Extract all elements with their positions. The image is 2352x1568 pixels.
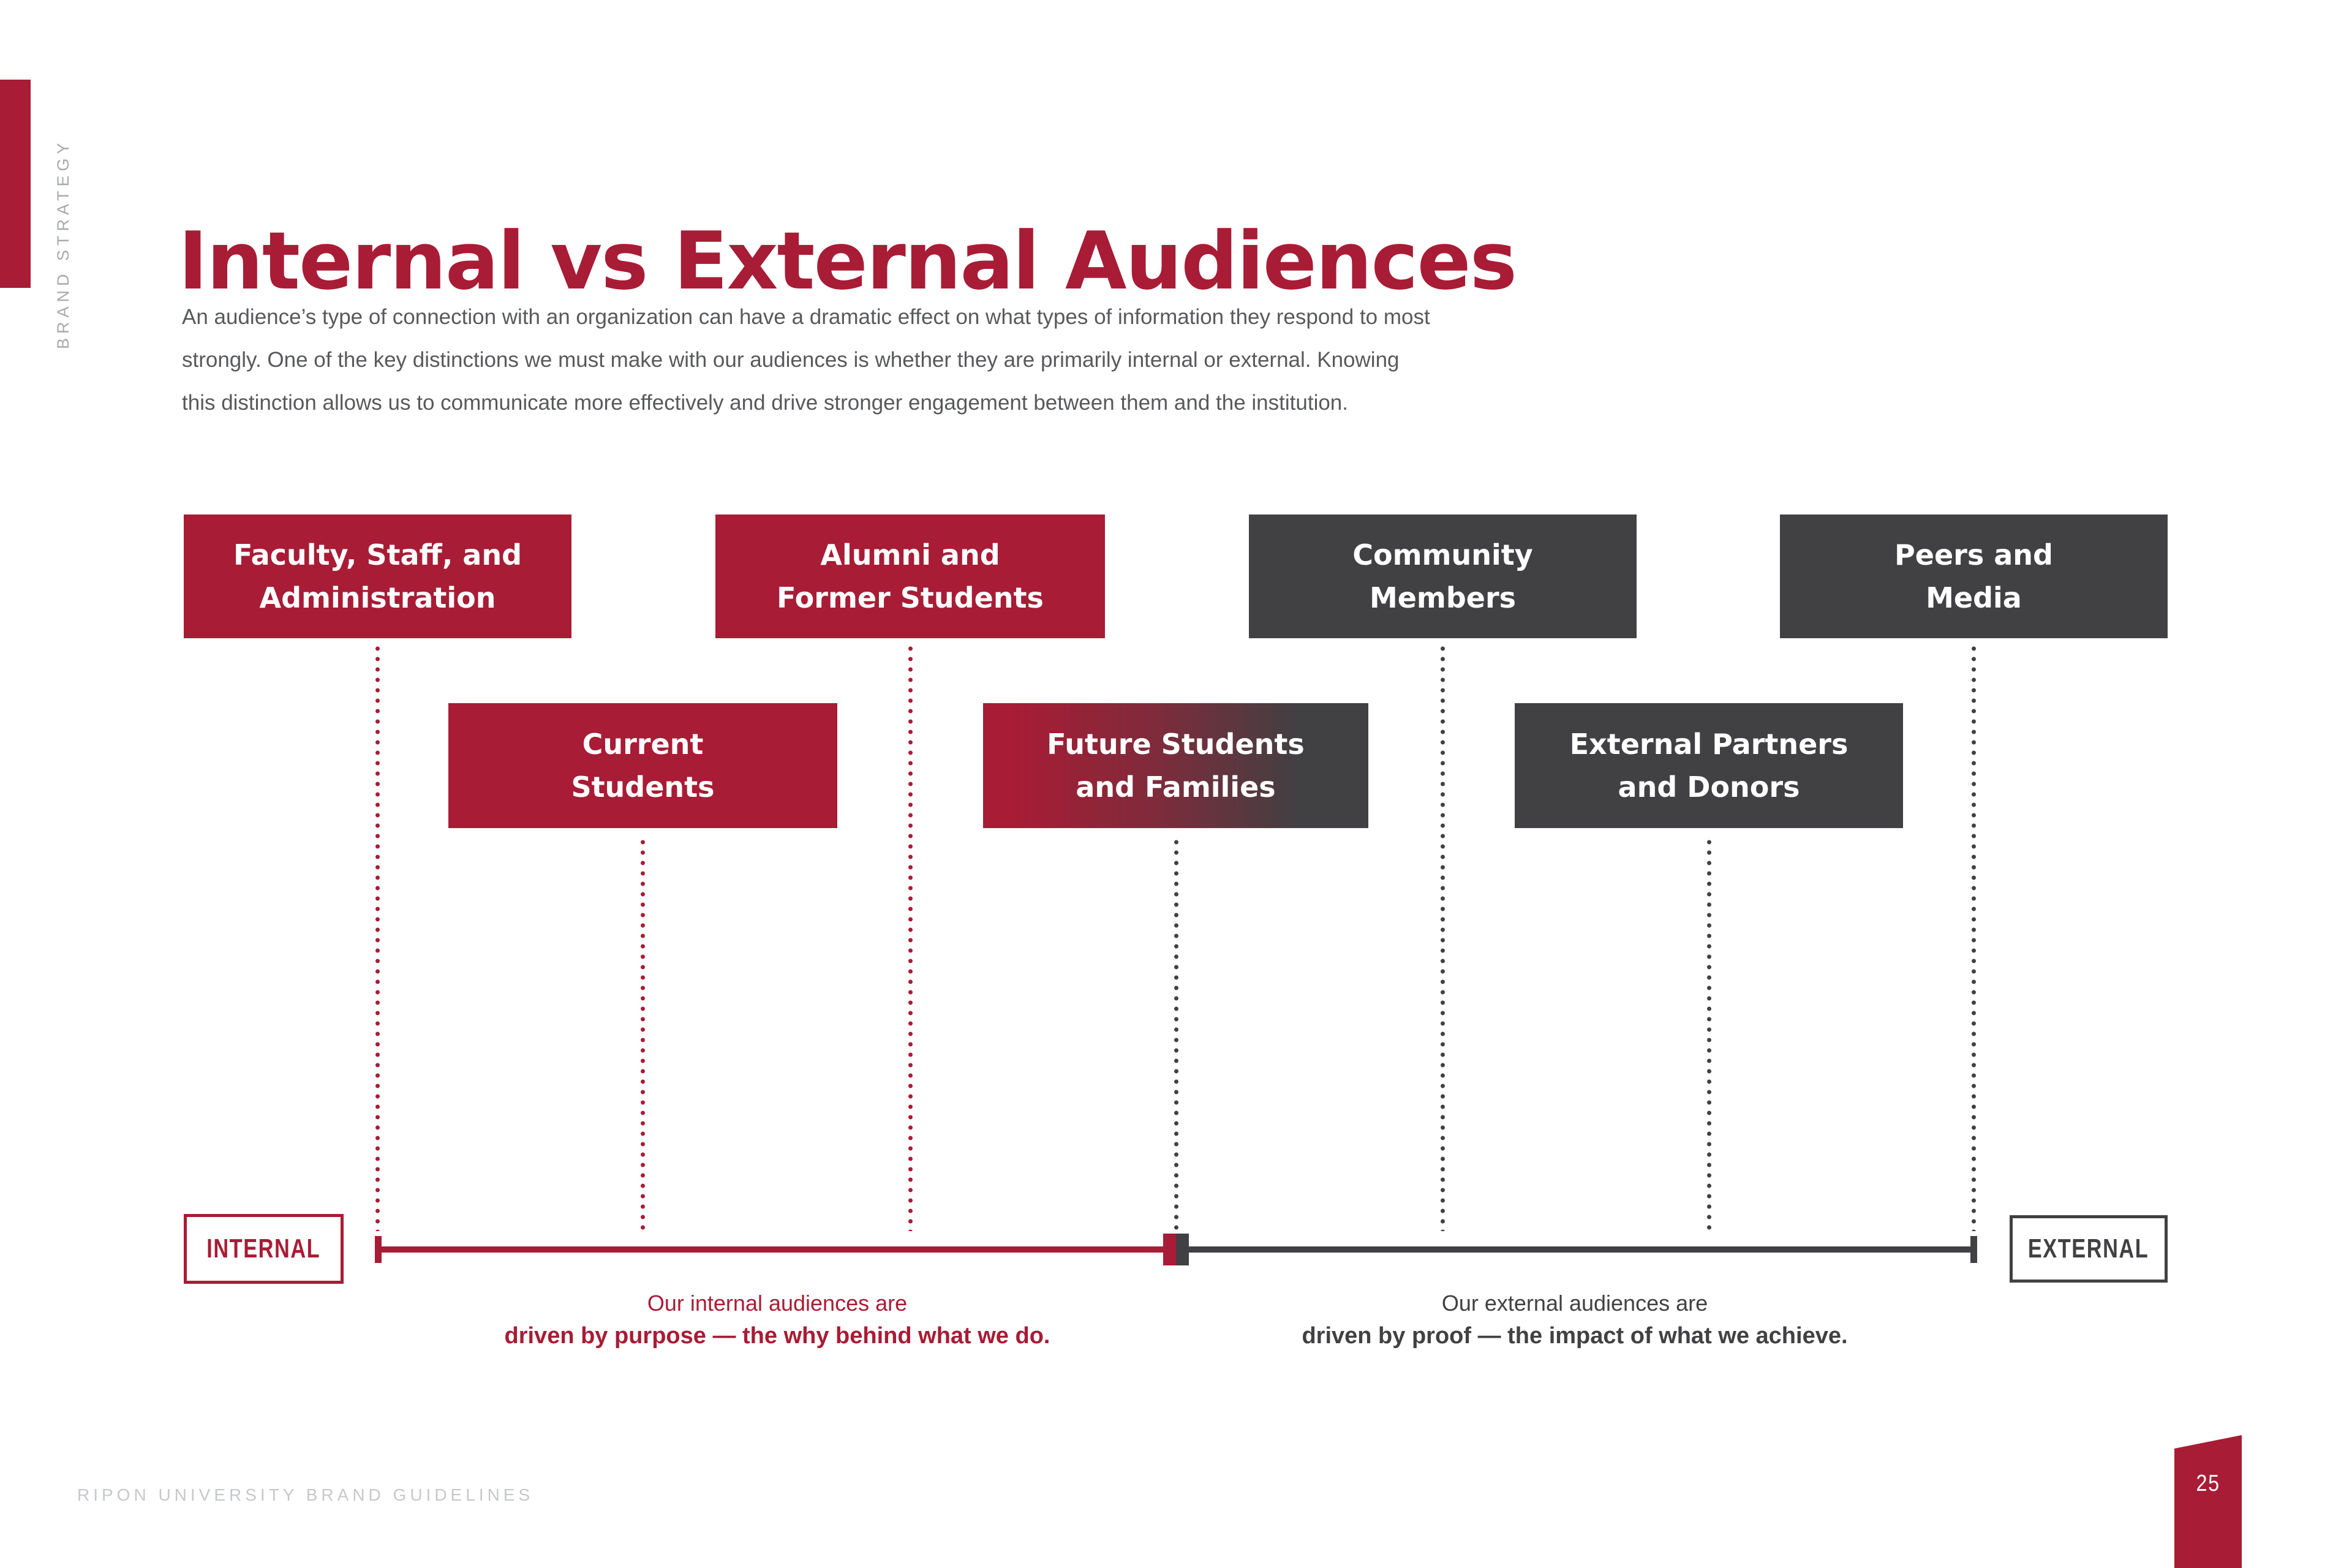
external-caption-line2: driven by proof — the impact of what we … [1302,1323,1848,1349]
audience-box-external-partners-donors: External Partners and Donors [1515,703,1903,828]
external-tag: EXTERNAL [2010,1215,2168,1283]
intro-line-1: An audience’s type of connection with an… [182,305,1430,329]
audience-box-label-line: Faculty, Staff, and [233,538,522,571]
connector-dotted-alumni [908,646,913,1231]
axis-internal-segment [379,1246,1176,1253]
internal-caption: Our internal audiences are driven by pur… [379,1289,1176,1351]
audience-box-label-line: Former Students [777,581,1044,614]
page-title: Internal vs External Audiences [178,214,1517,308]
axis-external-segment [1176,1246,1973,1253]
audience-box-community-members: Community Members [1249,514,1637,638]
document-footer-label: RIPON UNIVERSITY BRAND GUIDELINES [77,1485,534,1504]
audience-box-label-line: Community [1352,538,1533,571]
audience-box-label-line: Peers and [1894,538,2053,571]
axis-right-tick [1970,1236,1977,1263]
audience-box-label-line: Future Students [1047,728,1305,761]
external-caption: Our external audiences are driven by pro… [1176,1289,1973,1351]
external-tag-label: EXTERNAL [2028,1234,2149,1264]
audience-box-label-line: Alumni and [820,538,1000,571]
audience-box-current-students: Current Students [448,703,837,828]
axis-midpoint-tick [1163,1234,1189,1265]
audience-box-label-line: Members [1369,581,1517,614]
internal-tag-label: INTERNAL [206,1234,321,1264]
audience-box-label-line: Media [1926,581,2022,614]
connector-dotted-peers [1972,646,1976,1231]
internal-caption-line2: driven by purpose — the why behind what … [504,1323,1050,1349]
page-number-flag: 25 [2174,1435,2242,1568]
audience-box-future-students-families: Future Students and Families [983,703,1368,828]
audience-box-label-line: and Families [1076,771,1276,804]
audience-box-peers-media: Peers and Media [1780,514,2168,638]
page-number: 25 [2196,1471,2220,1496]
internal-caption-line1: Our internal audiences are [647,1291,908,1316]
section-label: BRAND STRATEGY [54,138,72,349]
audience-box-label-line: External Partners [1569,728,1849,761]
audience-box-label-line: Administration [259,581,496,614]
internal-tag: INTERNAL [184,1214,344,1284]
intro-line-3: this distinction allows us to communicat… [182,391,1348,415]
audience-box-alumni-former-students: Alumni and Former Students [715,514,1105,638]
left-accent-bar [0,80,31,288]
audience-box-label-line: and Donors [1618,771,1800,804]
connector-dotted-future-students [1174,839,1178,1231]
intro-line-2: strongly. One of the key distinctions we… [182,348,1400,372]
audience-box-faculty-staff-administration: Faculty, Staff, and Administration [184,514,571,638]
audience-box-label-line: Current [582,728,704,761]
connector-dotted-external-partners [1707,839,1711,1231]
connector-dotted-current-students [641,839,645,1231]
audience-box-label-line: Students [571,771,715,804]
connector-dotted-community [1441,646,1445,1231]
axis-left-tick [375,1236,382,1263]
external-caption-line1: Our external audiences are [1441,1291,1708,1316]
intro-paragraph: An audience’s type of connection with an… [182,296,1430,424]
connector-dotted-faculty [375,646,380,1231]
